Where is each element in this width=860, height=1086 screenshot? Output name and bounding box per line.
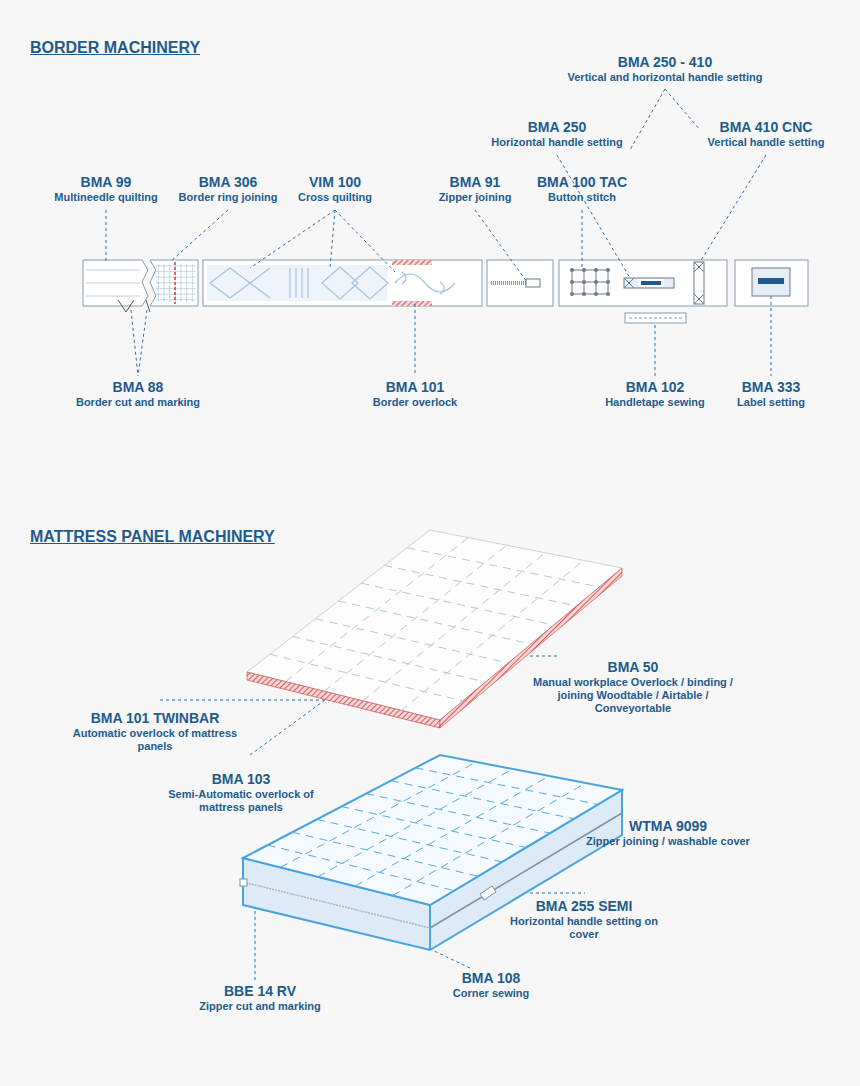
machine-name: BMA 99: [81, 174, 132, 191]
machine-function: Zipper joining: [439, 191, 512, 204]
machine-function: Manual workplace Overlock / binding / jo…: [521, 676, 746, 716]
machine-function: Vertical and horizontal handle setting: [568, 71, 763, 84]
quilt-stitch: [292, 832, 478, 876]
quilt-stitch: [268, 845, 454, 891]
machine-function: Handletape sewing: [605, 396, 705, 409]
machine-function: Border ring joining: [179, 191, 278, 204]
machine-name: BMA 255 SEMI: [536, 898, 633, 915]
quilt-stitch: [339, 601, 532, 644]
machine-function: Multineedle quilting: [54, 191, 157, 204]
machine-name: BMA 108: [462, 970, 521, 987]
machine-name: BMA 88: [113, 379, 164, 396]
machine-function: Zipper joining / washable cover: [586, 835, 750, 848]
quilt-stitch: [415, 768, 598, 805]
machine-name: BMA 103: [212, 771, 271, 788]
machine-function: Semi-Automatic overlock of mattress pane…: [151, 788, 331, 814]
quilt-stitch: [361, 583, 553, 625]
machine-name: BMA 250: [528, 119, 587, 136]
machine-name: BBE 14 RV: [224, 983, 296, 1000]
quilt-stitch: [366, 794, 550, 834]
quilt-stitch: [384, 566, 576, 607]
machine-name: WTMA 9099: [629, 818, 707, 835]
section-heading: MATTRESS PANEL MACHINERY: [30, 527, 275, 546]
machine-name: BMA 50: [608, 659, 659, 676]
machine-name: BMA 101: [386, 379, 445, 396]
quilt-stitch: [393, 783, 586, 896]
machine-function: Button stitch: [548, 191, 616, 204]
machine-name: VIM 100: [309, 174, 361, 191]
quilt-stitch: [342, 807, 527, 848]
quilt-stitch: [407, 548, 599, 587]
quilt-stitch: [391, 781, 574, 819]
machine-name: BMA 306: [199, 174, 258, 191]
quilt-stitch: [316, 619, 509, 663]
quilt-stitch: [324, 545, 507, 691]
machine-function: Automatic overlock of mattress panels: [65, 727, 245, 753]
machine-function: Zipper cut and marking: [199, 1000, 321, 1013]
quilt-stitch: [280, 762, 476, 867]
machine-function: Horizontal handle setting: [491, 136, 622, 149]
section-heading: BORDER MACHINERY: [30, 38, 200, 57]
machine-name: BMA 101 TWINBAR: [91, 710, 220, 727]
quilt-stitch: [270, 654, 463, 701]
machine-function: Label setting: [737, 396, 805, 409]
machine-name: BMA 333: [742, 379, 801, 396]
machine-name: BMA 100 TAC: [537, 174, 627, 191]
machine-function: Cross quilting: [298, 191, 372, 204]
machine-name: BMA 250 - 410: [618, 54, 712, 71]
machine-function: Vertical handle setting: [708, 136, 825, 149]
machine-name: BMA 410 CNC: [720, 119, 813, 136]
quilt-stitch: [293, 637, 486, 683]
quilt-stitch: [286, 538, 469, 682]
machine-function: Border overlock: [373, 396, 457, 409]
machine-function: Corner sewing: [453, 987, 529, 1000]
machine-function: Horizontal handle setting on cover: [499, 915, 669, 941]
quilt-stitch: [317, 819, 502, 862]
machine-name: BMA 91: [450, 174, 501, 191]
machine-function: Border cut and marking: [76, 396, 200, 409]
machine-name: BMA 102: [626, 379, 685, 396]
